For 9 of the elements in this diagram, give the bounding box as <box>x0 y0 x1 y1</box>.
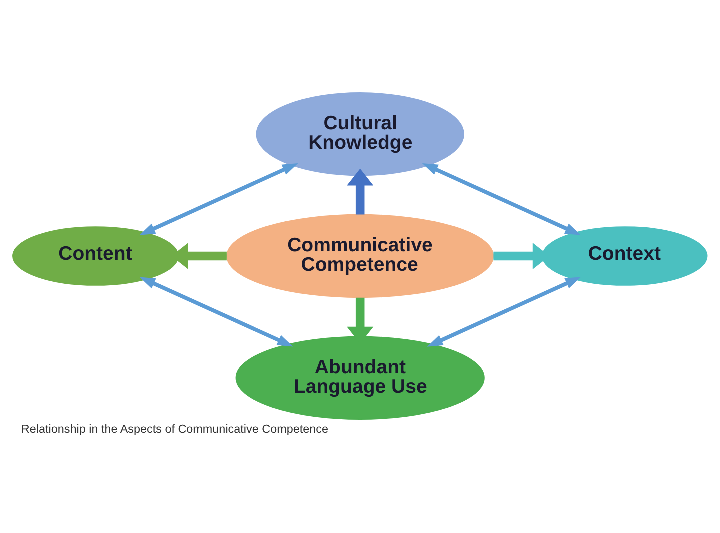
arrow <box>140 277 294 347</box>
arrow <box>347 168 374 215</box>
arrow <box>140 163 298 236</box>
node-ellipse: Context <box>542 226 708 286</box>
arrow <box>422 163 581 236</box>
node-ellipse: Content <box>12 226 179 286</box>
arrow <box>427 277 582 347</box>
node-ellipse: Communicative Competence <box>226 214 494 298</box>
caption: Relationship in the Aspects of Communicative Competence <box>21 422 328 436</box>
